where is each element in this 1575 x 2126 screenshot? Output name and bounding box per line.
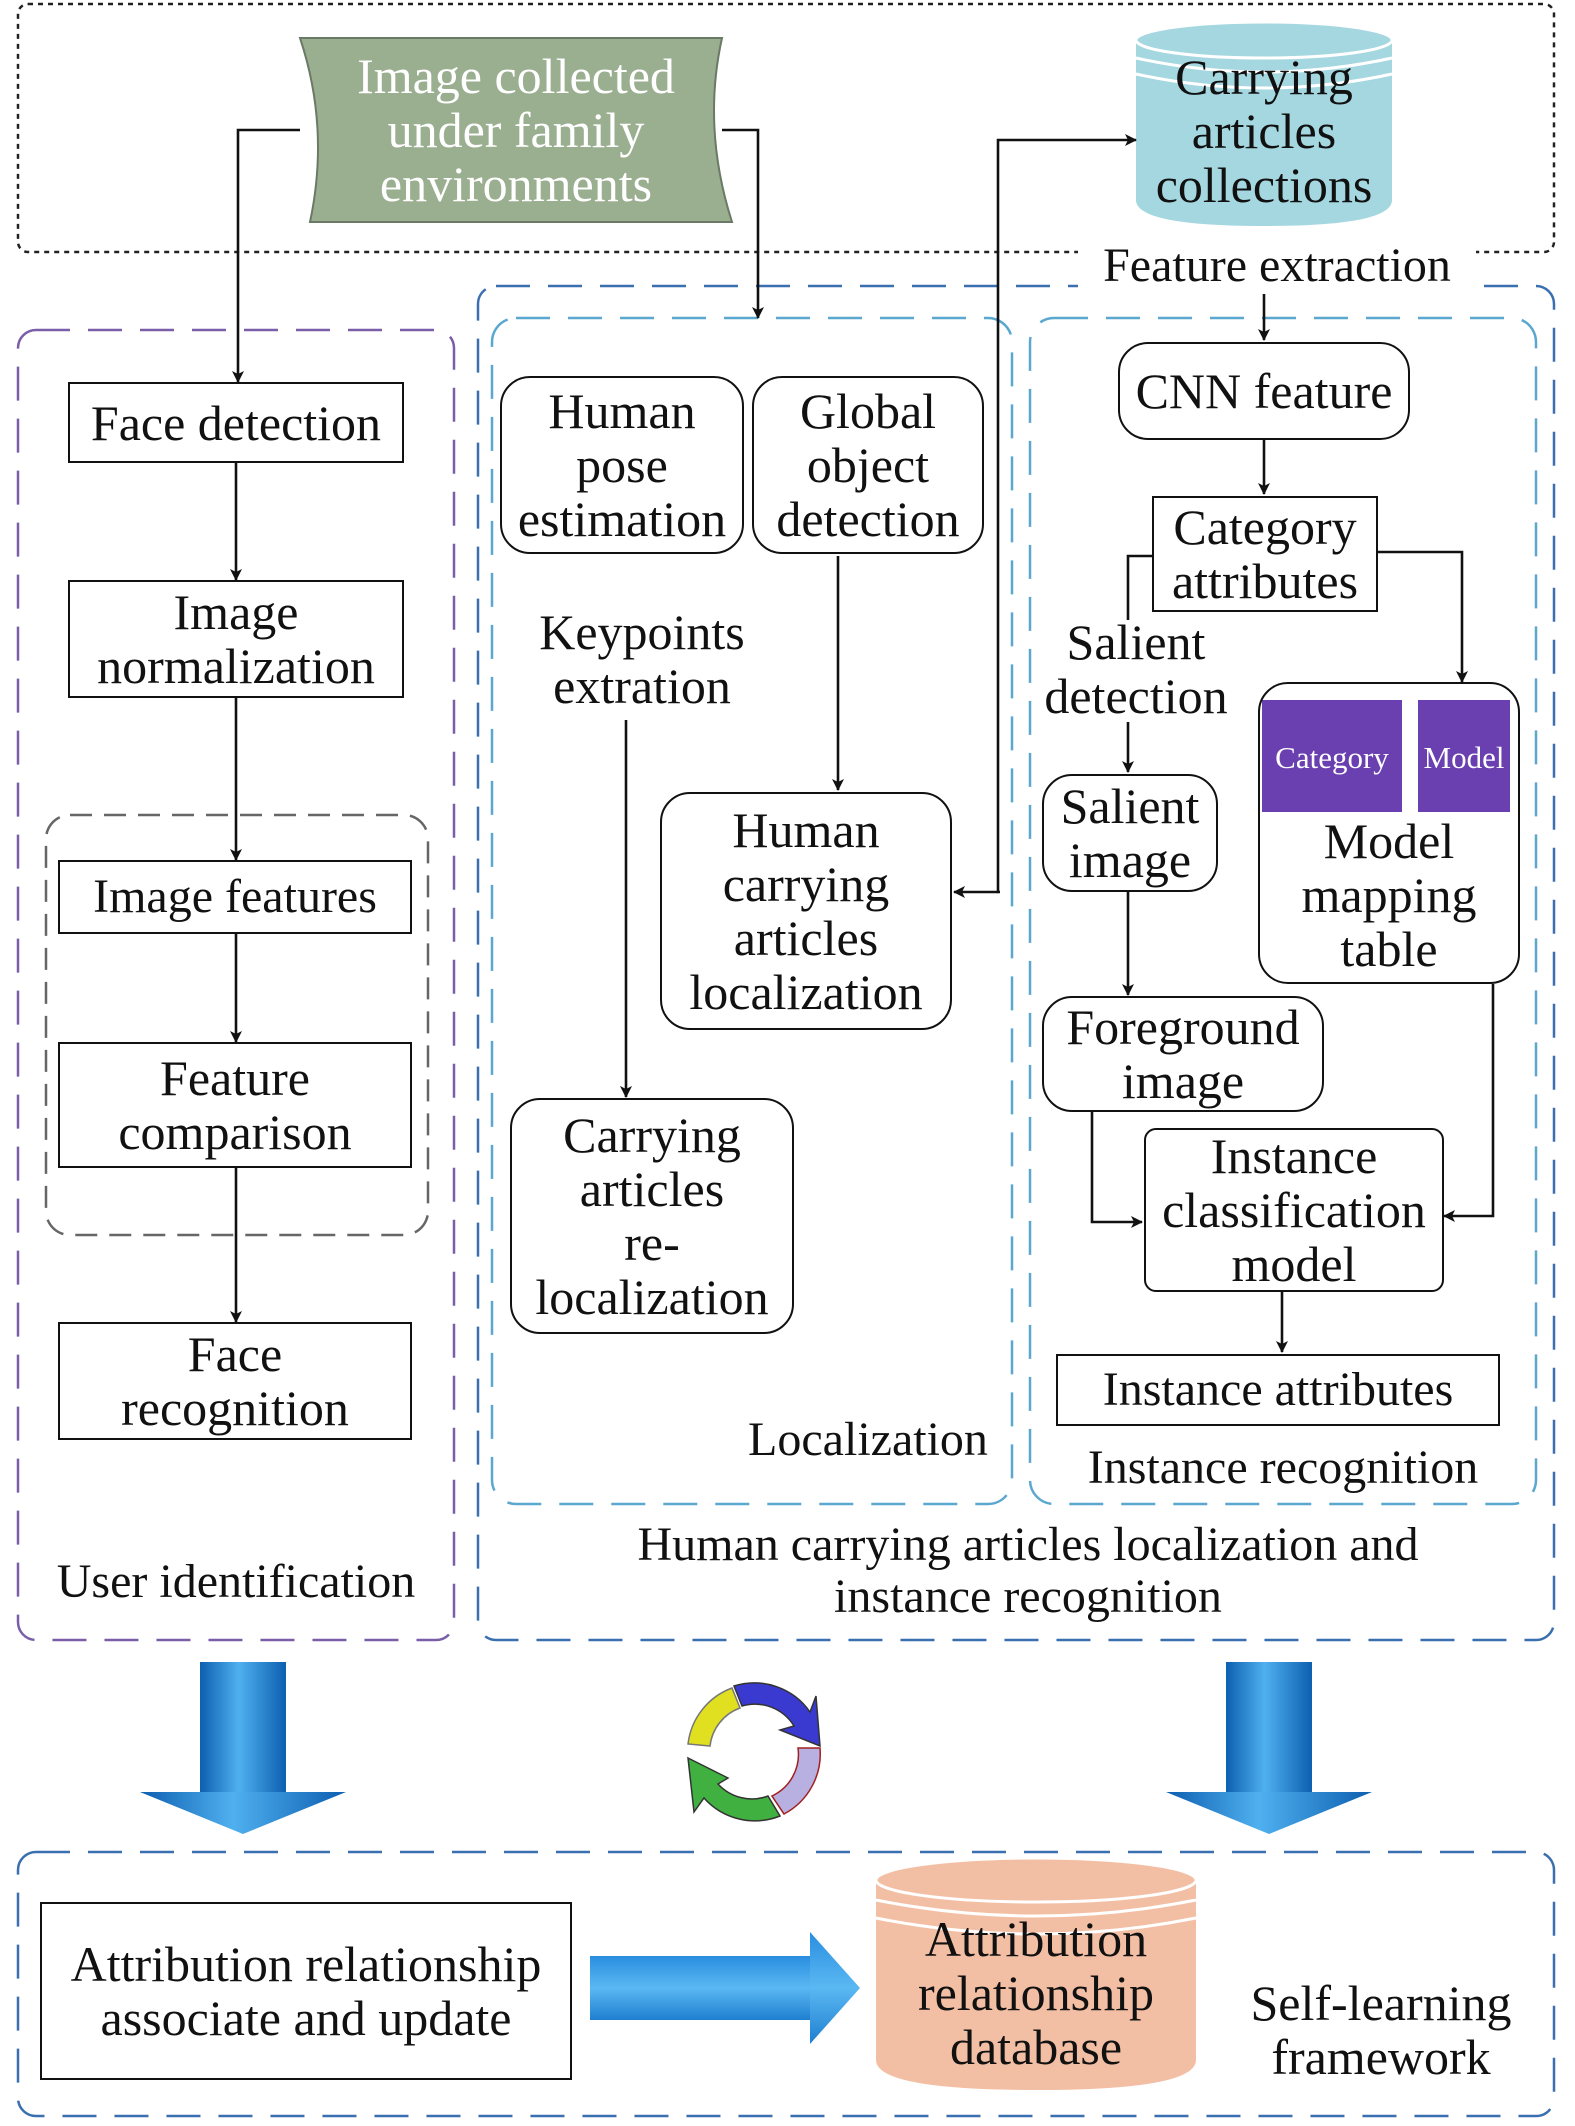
associate-update-box: Attribution relationship associate and u… <box>40 1902 572 2080</box>
cycle-arrows-icon <box>687 1682 821 1822</box>
attribution-db-label: Attribution relationship database <box>917 1911 1155 2075</box>
cnn-feature-box: CNN feature <box>1118 342 1410 440</box>
image-normalization-box: Image normalization <box>68 580 404 698</box>
input-frame <box>16 2 1556 254</box>
user-identification-container <box>16 328 456 1642</box>
mapping-category-block <box>1262 700 1402 812</box>
self-learning-title: Self-learning framework <box>1250 1975 1512 2085</box>
face-recognition-box: Face recognition <box>58 1322 412 1440</box>
mapping-model-block <box>1418 700 1510 812</box>
foreground-image-box: Foreground image <box>1042 996 1324 1112</box>
mapping-model-label: Model <box>1423 740 1505 776</box>
mapping-table-label: Model mapping table <box>1301 813 1477 977</box>
instance-attributes-box: Instance attributes <box>1056 1354 1500 1426</box>
user-identification-title: User identification <box>56 1555 416 1609</box>
mapping-category-label: Category <box>1275 740 1389 776</box>
attribution-db-shape <box>874 1856 1198 2090</box>
carrying-db-label: Carrying articles collections <box>1155 49 1373 213</box>
middle-group-title: Human carrying articles localization and… <box>637 1518 1419 1623</box>
keypoints-label: Keypoints extration <box>539 604 745 714</box>
instance-recognition-title: Instance recognition <box>1087 1441 1479 1495</box>
down-block-arrow-icon <box>140 1662 346 1834</box>
image-features-box: Image features <box>58 860 412 934</box>
feature-comparison-box: Feature comparison <box>58 1042 412 1168</box>
right-block-arrow-icon <box>590 1932 860 2044</box>
self-learning-container <box>16 1850 1556 2118</box>
instance-recognition-container <box>1028 316 1538 1506</box>
localization-recognition-container <box>476 284 1556 1642</box>
salient-image-box: Salient image <box>1042 774 1218 892</box>
localization-title: Localization <box>748 1413 988 1467</box>
feature-group-container <box>44 813 430 1237</box>
mapping-table-box: Model mapping table <box>1258 682 1520 984</box>
face-detection-box: Face detection <box>68 382 404 463</box>
source-image-label: Image collected under family environment… <box>357 48 675 212</box>
classification-model-box: Instance classification model <box>1144 1128 1444 1292</box>
down-block-arrow-icon <box>1166 1662 1372 1834</box>
carrying-db-shape <box>1134 20 1394 226</box>
carrying-localization-box: Human carrying articles localization <box>660 792 952 1030</box>
global-object-box: Global object detection <box>752 376 984 554</box>
feature-extraction-label: Feature extraction <box>1078 238 1476 294</box>
source-image-shape <box>298 37 734 223</box>
salient-detection-label: Salient detection <box>1044 614 1228 724</box>
category-attributes-box: Category attributes <box>1152 496 1378 612</box>
human-pose-box: Human pose estimation <box>500 376 744 554</box>
relocalization-box: Carrying articles re- localization <box>510 1098 794 1334</box>
